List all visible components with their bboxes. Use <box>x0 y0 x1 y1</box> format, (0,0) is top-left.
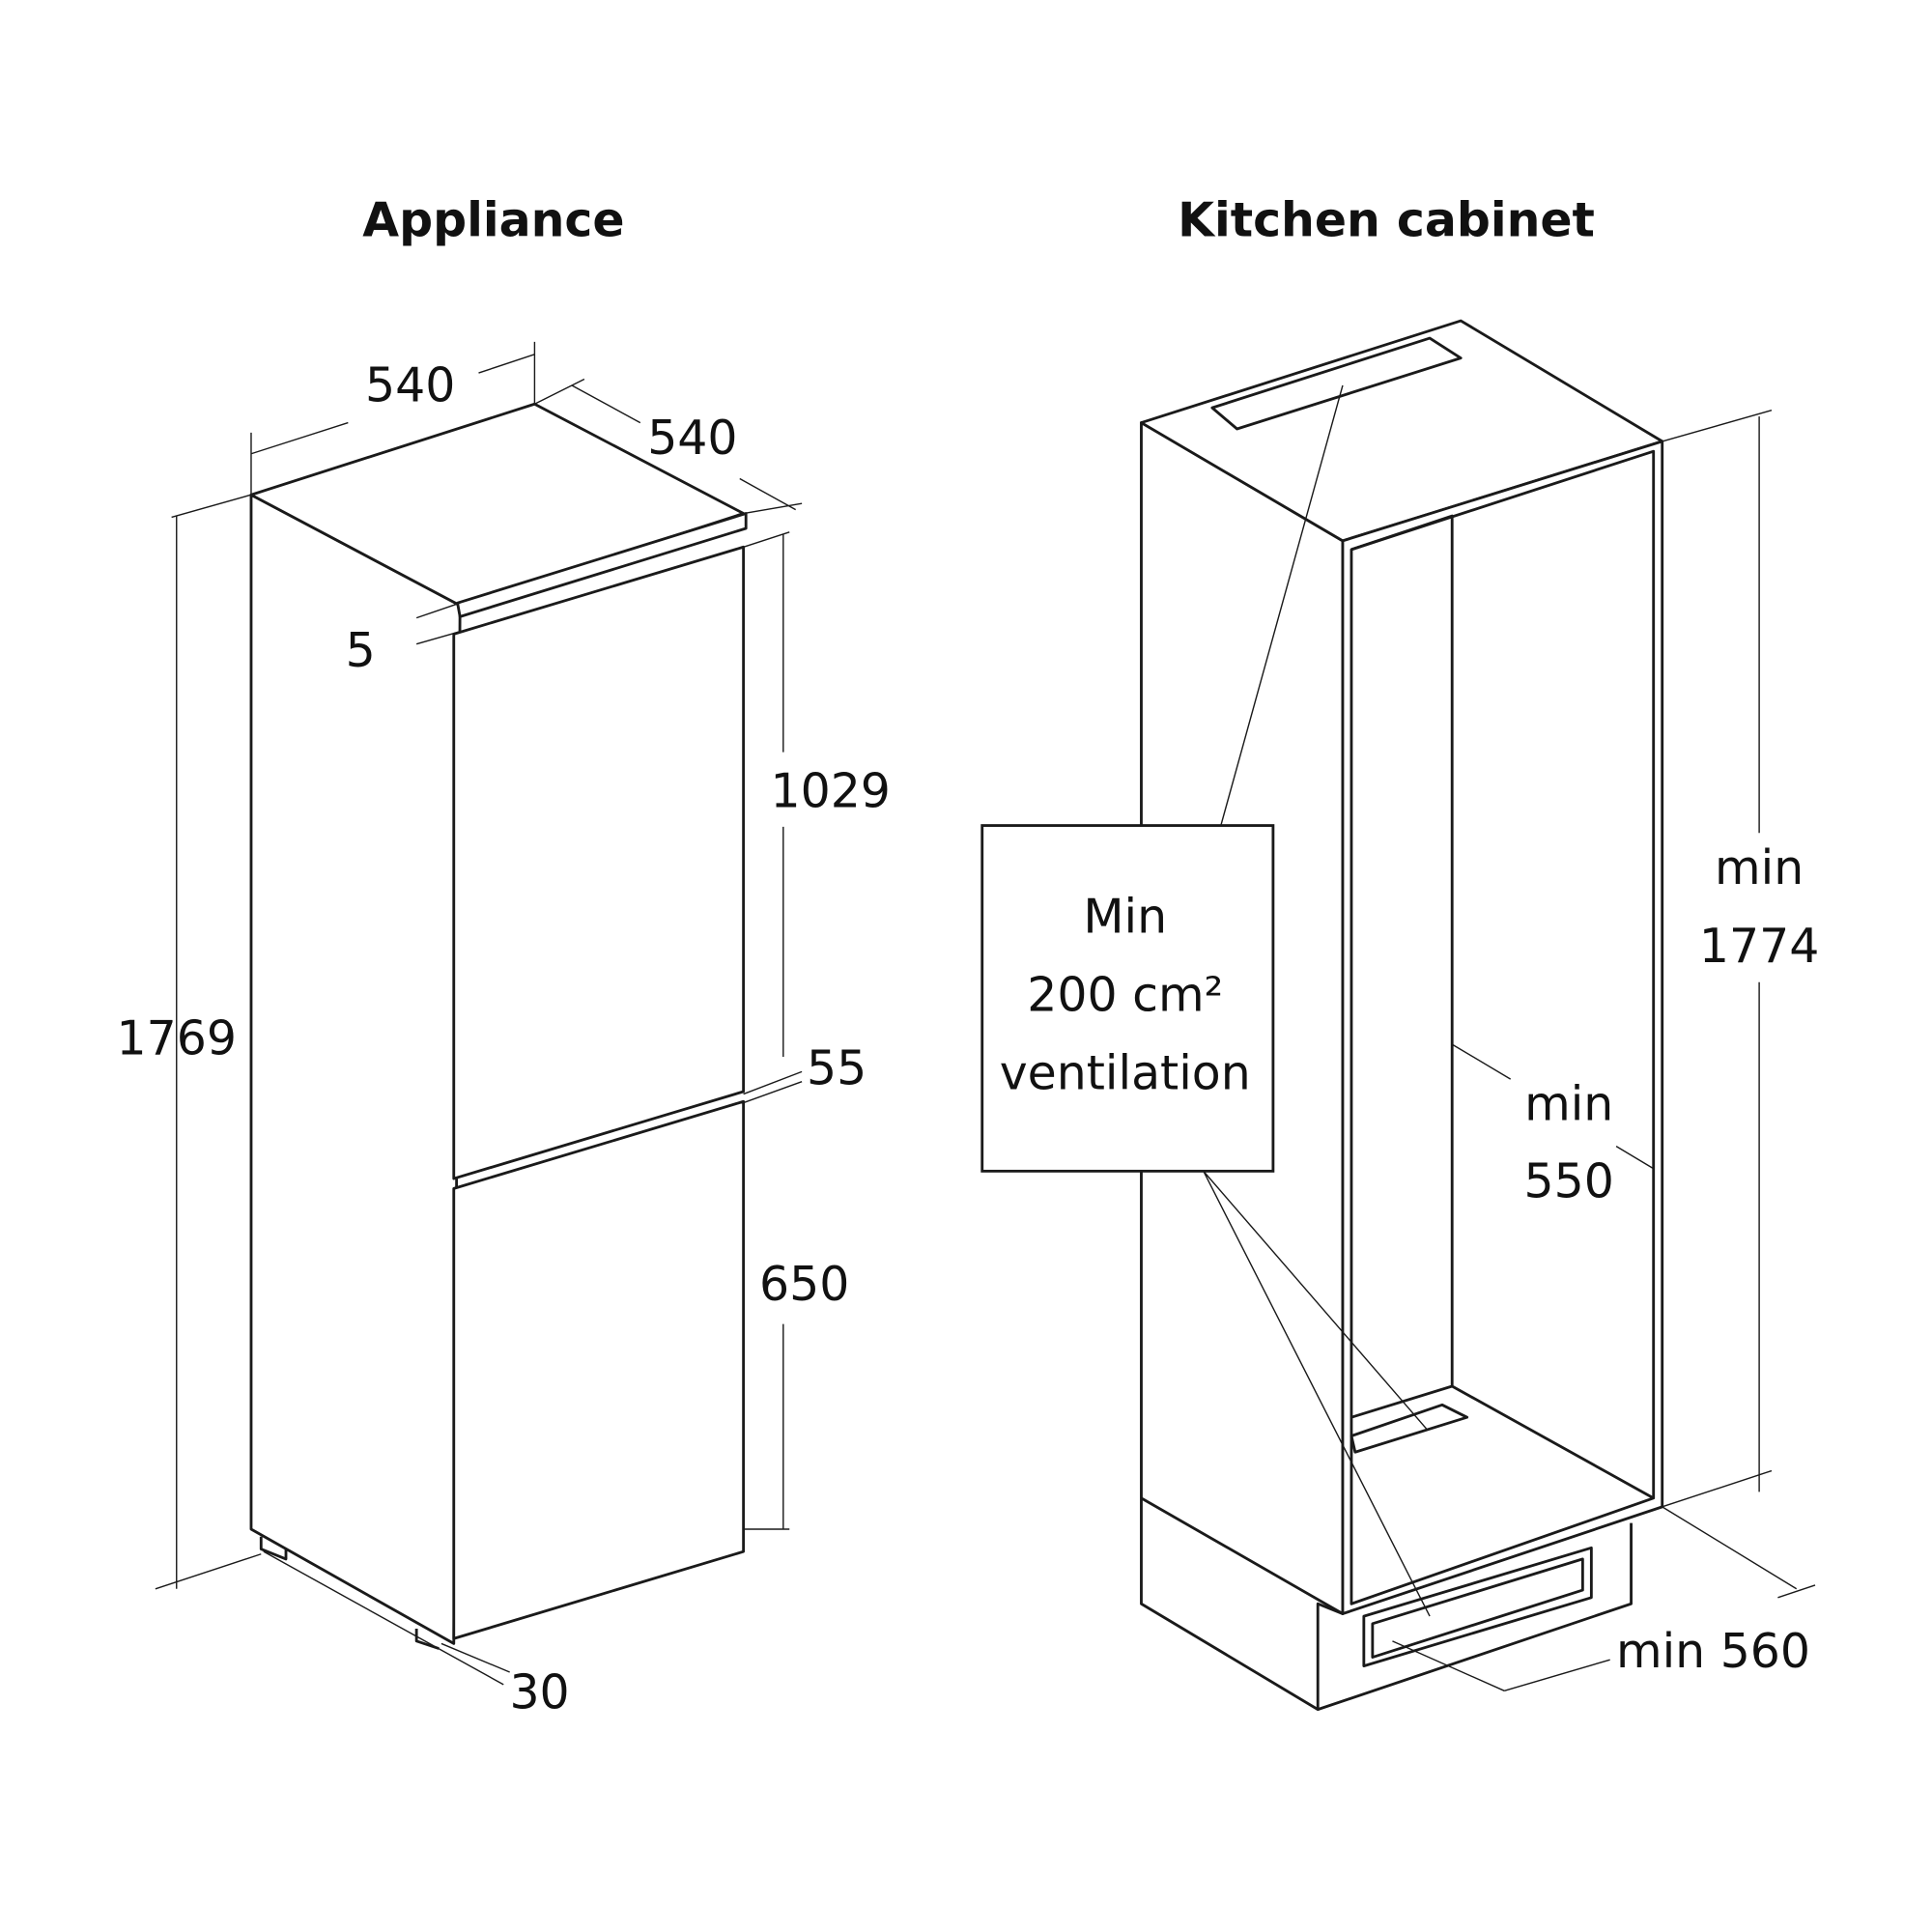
lower-door-label: 650 <box>759 1257 849 1312</box>
width-label: 540 <box>365 358 455 413</box>
ventilation-text-2: 200 cm² <box>1027 967 1223 1022</box>
upper-door-label: 1029 <box>770 763 890 818</box>
appliance-drawing <box>249 402 748 1650</box>
cabinet-height-text-2: 1774 <box>1699 919 1819 974</box>
appliance-feet <box>259 1536 440 1650</box>
appliance-title: Appliance <box>362 193 624 248</box>
cabinet-dimensions: min 1774 min 550 min 560 <box>1392 410 1819 1692</box>
ventilation-box <box>980 824 1275 1173</box>
upper-door <box>452 545 746 1180</box>
door-gap-label: 55 <box>807 1040 867 1095</box>
height-label: 1769 <box>117 1010 237 1065</box>
plinth-vent <box>1362 1546 1593 1667</box>
appliance-dimensions: 1769 540 540 5 1029 55 650 30 <box>117 341 891 1719</box>
cabinet-width-label: min 560 <box>1616 1624 1810 1679</box>
cabinet-drawing <box>1140 319 1664 1712</box>
depth-label: 540 <box>647 411 737 466</box>
cabinet-title: Kitchen cabinet <box>1178 193 1595 248</box>
cabinet-height-text-1: min <box>1715 840 1804 895</box>
ventilation-text-3: ventilation <box>1000 1045 1251 1100</box>
cabinet-depth-text-1: min <box>1524 1077 1613 1132</box>
top-strip <box>456 512 748 618</box>
ventilation-callout: Min 200 cm² ventilation <box>980 384 1431 1617</box>
top-vent <box>1210 336 1463 431</box>
ventilation-text-1: Min <box>1083 889 1167 944</box>
top-gap-label: 5 <box>346 623 376 678</box>
cabinet-depth-text-2: 550 <box>1524 1153 1614 1208</box>
lower-door <box>452 1099 746 1640</box>
inner-vent <box>1350 1403 1469 1454</box>
foot-label: 30 <box>509 1664 569 1719</box>
